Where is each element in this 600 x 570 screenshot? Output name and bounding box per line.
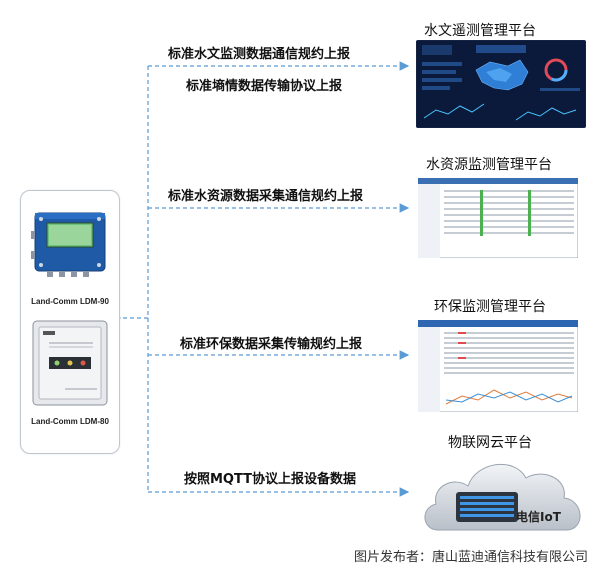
ldm80-device-image: [32, 320, 108, 406]
protocol-label-water-resources: 标准水资源数据采集通信规约上报: [168, 189, 364, 204]
hydrology-dashboard-image: [416, 40, 586, 128]
protocol-label-hydrology: 标准水文监测数据通信规约上报: [168, 47, 351, 62]
ldm90-device-image: [31, 212, 106, 277]
water-resources-dashboard-image: [418, 178, 578, 258]
device-label-ldm90: Land-Comm LDM-90: [31, 297, 109, 306]
image-credit: 图片发布者：唐山蓝迪通信科技有限公司: [353, 550, 588, 565]
platform-title-water-resources: 水资源监测管理平台: [426, 157, 552, 173]
device-label-ldm80: Land-Comm LDM-80: [31, 417, 109, 426]
protocol-label-soil-moisture: 标准墒情数据传输协议上报: [186, 79, 343, 94]
platform-title-iot-cloud: 物联网云平台: [448, 435, 532, 451]
environment-dashboard-image: [418, 320, 578, 412]
device-panel: Land-Comm LDM-90 Land-Comm LDM-80: [20, 190, 120, 454]
platform-title-environment: 环保监测管理平台: [434, 299, 546, 315]
iot-cloud-badge: 电信IoT: [516, 510, 561, 524]
platform-title-hydrology: 水文遥测管理平台: [424, 23, 536, 39]
protocol-label-environment: 标准环保数据采集传输规约上报: [180, 337, 363, 352]
iot-cloud-image: [424, 463, 581, 531]
protocol-label-mqtt: 按照MQTT协议上报设备数据: [184, 472, 357, 487]
